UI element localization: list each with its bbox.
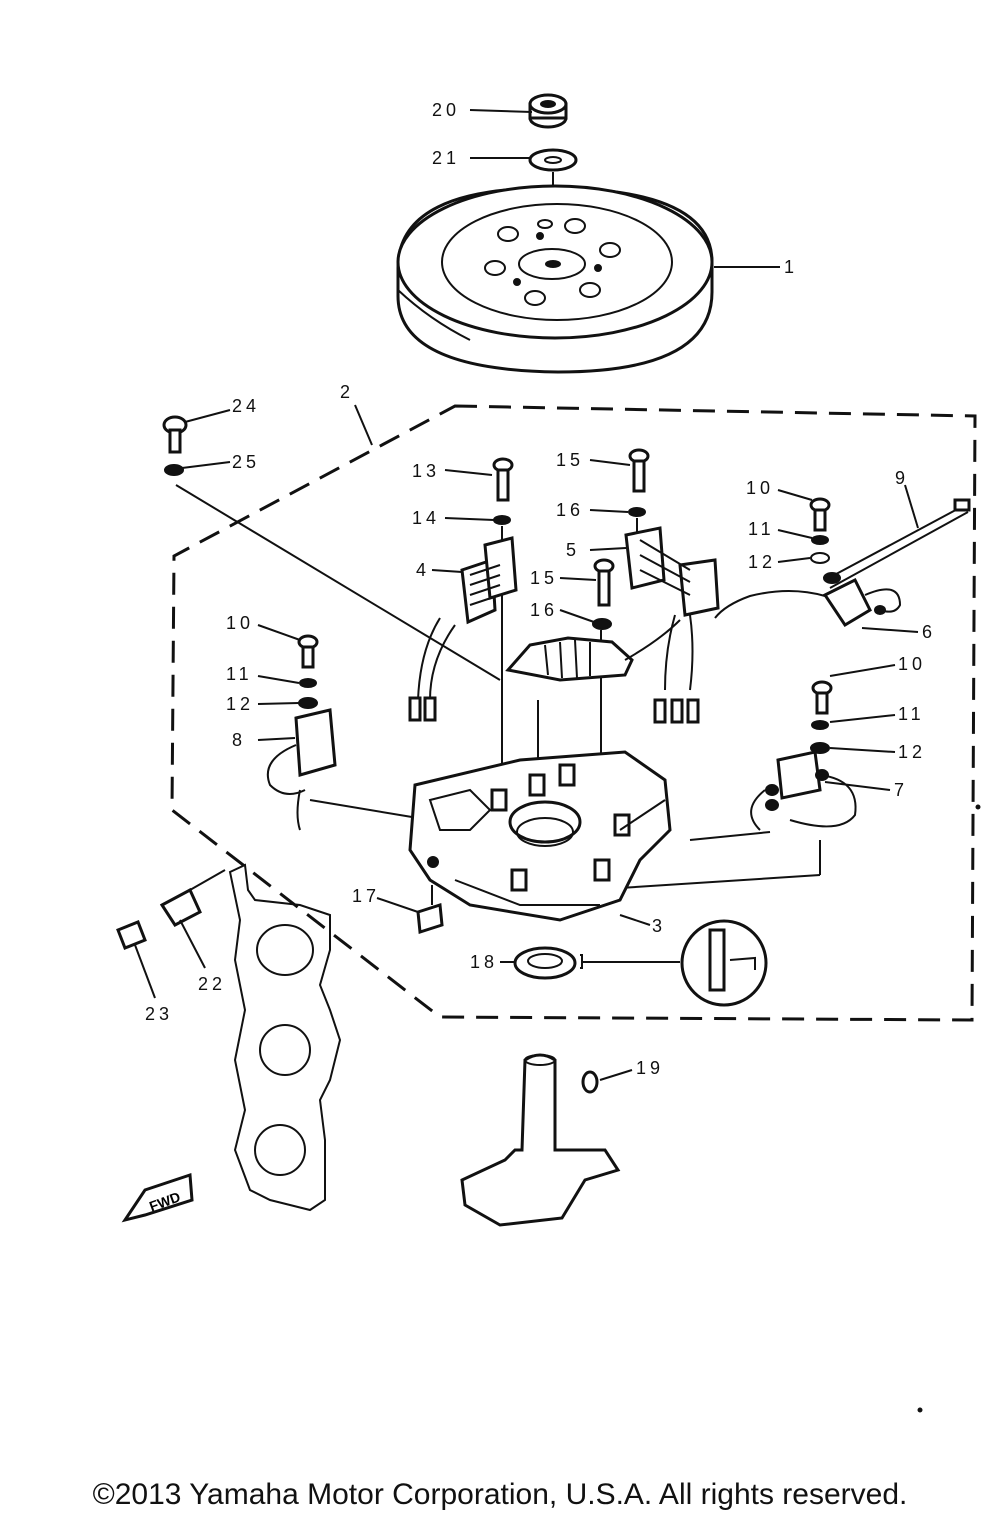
screw-10-left[interactable]: [297, 634, 319, 669]
woodruff-key-19[interactable]: [581, 1070, 599, 1094]
oil-seal-18[interactable]: [513, 946, 577, 980]
charge-coil-4[interactable]: [408, 536, 518, 722]
copyright-notice: ©2013 Yamaha Motor Corporation, U.S.A. A…: [92, 1478, 908, 1511]
bracket-22[interactable]: [159, 869, 226, 927]
screw-10-lower[interactable]: [811, 680, 833, 715]
callout-15-top: 15: [556, 450, 584, 470]
callout-10-lower: 10: [898, 654, 926, 674]
callout-16-top: 16: [556, 500, 584, 520]
callout-20: 20: [432, 100, 460, 120]
callout-11-upper: 11: [748, 519, 775, 539]
callout-12-upper: 12: [748, 552, 776, 572]
ignition-coil-6[interactable]: [714, 572, 902, 628]
callout-13: 13: [412, 461, 440, 481]
callout-labels: 20 21 1 2 24 25 13 14 15 16 4 5 15 16 10…: [145, 100, 936, 1078]
callout-7: 7: [894, 780, 908, 800]
callout-21: 21: [432, 148, 460, 168]
callout-15-mid: 15: [530, 568, 558, 588]
washer-12-left[interactable]: [298, 697, 318, 709]
callout-3: 3: [652, 916, 666, 936]
stator-base-3[interactable]: [408, 750, 672, 922]
washer-25[interactable]: [164, 464, 184, 476]
callout-11-lower: 11: [898, 704, 925, 724]
callout-14: 14: [412, 508, 440, 528]
callout-11-left: 11: [226, 664, 253, 684]
pulser-coil-5[interactable]: [624, 526, 720, 724]
callout-6: 6: [922, 622, 936, 642]
callout-8: 8: [232, 730, 246, 750]
washer-11-upper[interactable]: [811, 535, 829, 545]
high-tension-cord-9[interactable]: [824, 498, 971, 589]
lighting-coil[interactable]: [505, 619, 681, 682]
callout-18: 18: [470, 952, 498, 972]
callout-17: 17: [352, 886, 380, 906]
washer-21[interactable]: [528, 148, 578, 172]
rectifier-8[interactable]: [266, 708, 431, 831]
screw-10-upper[interactable]: [809, 497, 831, 532]
callout-12-left: 12: [226, 694, 254, 714]
washer-16-top[interactable]: [628, 507, 646, 517]
nut-20[interactable]: [528, 93, 568, 129]
callout-2: 2: [340, 382, 354, 402]
crankcase-outline: [228, 863, 342, 1212]
washer-16-mid[interactable]: [592, 618, 612, 630]
callout-10-upper: 10: [746, 478, 774, 498]
callout-19: 19: [636, 1058, 664, 1078]
washer-11-lower[interactable]: [811, 720, 829, 730]
crankshaft: [460, 1053, 621, 1227]
callout-10-left: 10: [226, 613, 254, 633]
clamp-17[interactable]: [416, 885, 444, 934]
fitting-23[interactable]: [116, 920, 147, 950]
stator-assembly-outline-2: [170, 404, 977, 1022]
screw-24[interactable]: [162, 415, 188, 454]
leader-lines: [134, 109, 919, 1081]
callout-4: 4: [416, 560, 430, 580]
fwd-arrow-icon: FWD: [121, 1172, 194, 1223]
screw-15-mid[interactable]: [593, 558, 615, 607]
callout-23: 23: [145, 1004, 173, 1024]
washer-12-upper[interactable]: [810, 552, 830, 564]
callout-22: 22: [198, 974, 226, 994]
washer-14[interactable]: [493, 515, 511, 525]
callout-1: 1: [784, 257, 798, 277]
callout-16-mid: 16: [530, 600, 558, 620]
screw-13[interactable]: [492, 457, 514, 502]
callout-12-lower: 12: [898, 742, 926, 762]
callout-5: 5: [566, 540, 580, 560]
callout-25: 25: [232, 452, 260, 472]
callout-24: 24: [232, 396, 260, 416]
cdi-unit-7[interactable]: [619, 750, 857, 889]
oil-seal-detail-view: [680, 919, 768, 1007]
washer-11-left[interactable]: [299, 678, 317, 688]
flywheel-rotor-1[interactable]: [396, 172, 714, 374]
callout-9: 9: [895, 468, 909, 488]
screw-15-top[interactable]: [628, 448, 650, 493]
